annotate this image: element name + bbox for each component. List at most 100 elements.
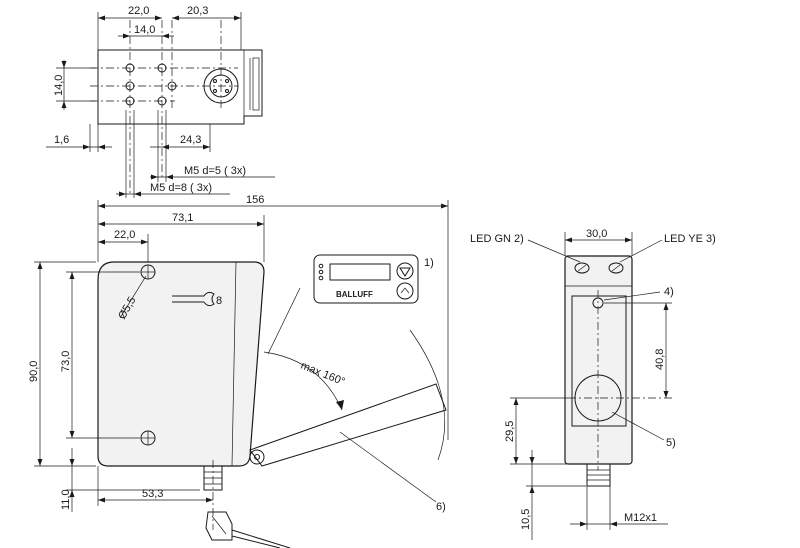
- dim-arrow: [61, 61, 67, 68]
- dim-arrow: [141, 239, 148, 245]
- cable-plug: [205, 511, 233, 541]
- top-housing-outline: [97, 49, 263, 125]
- dim-arrow: [580, 521, 587, 527]
- dim-30-0: 30,0: [586, 228, 607, 240]
- dim-arrow: [61, 101, 67, 108]
- dim-156: 156: [246, 194, 264, 206]
- dim-20-3-top: 20,3: [187, 5, 208, 17]
- dim-arrow: [134, 191, 141, 197]
- cable-plug-detail: [211, 515, 227, 535]
- hole-bottom-mid: [157, 96, 167, 106]
- display-panel: BALLUFF 1): [313, 254, 434, 304]
- callout-8: 8: [216, 295, 222, 307]
- connector-pin: [225, 89, 229, 93]
- brand-logo: BALLUFF: [336, 290, 373, 299]
- led-green: [574, 262, 590, 274]
- hole-bottom-left: [125, 96, 135, 106]
- front-view: 30,0 LED GN 2) LED YE 3) 4) 5) 40,8: [470, 228, 716, 540]
- dim-arrow: [162, 144, 169, 150]
- dim-arrow: [625, 237, 632, 243]
- side-view: 156 73,1 22,0 Ø5,5 8 90,0: [28, 194, 449, 548]
- front-housing: [564, 255, 633, 465]
- display-led: [318, 269, 324, 275]
- dim-arrow: [69, 459, 75, 466]
- display-button-down: [396, 262, 414, 280]
- set-icon: [400, 287, 410, 294]
- dim-arrow: [172, 15, 179, 21]
- led-mark: [611, 264, 621, 272]
- dim-arrow: [206, 497, 213, 503]
- dim-arrow: [257, 221, 264, 227]
- dim-arrow: [155, 15, 162, 21]
- dim-angle: max 160°: [299, 360, 347, 389]
- dim-arrow: [663, 303, 669, 310]
- leader-display: [267, 287, 301, 355]
- swivel-cover: [249, 383, 447, 467]
- leader-led-ye: [619, 239, 663, 263]
- hinge-inner: [254, 454, 260, 460]
- dim-arrow: [166, 174, 173, 180]
- chevron-down-icon: [399, 267, 411, 277]
- dim-arrow: [98, 239, 105, 245]
- swing-arc: [409, 329, 446, 461]
- dim-arrow: [98, 497, 105, 503]
- dim-arrow: [69, 431, 75, 438]
- dim-arrow: [529, 486, 535, 493]
- dim-arrow: [513, 457, 519, 464]
- dim-m5-d8: M5 d=8 ( 3x): [150, 182, 212, 194]
- dim-arrow: [69, 272, 75, 279]
- dim-arrow: [98, 144, 105, 150]
- leader-5: [611, 411, 665, 441]
- dim-m5-d5: M5 d=5 ( 3x): [184, 165, 246, 177]
- dim-73-1: 73,1: [172, 212, 193, 224]
- dim-73-0: 73,0: [60, 351, 72, 372]
- dim-11-0: 11,0: [60, 489, 72, 510]
- display-screen: [329, 263, 391, 281]
- dim-arrow: [98, 221, 105, 227]
- front-window: [571, 295, 627, 427]
- callout-1: 1): [424, 257, 434, 269]
- led-yellow: [608, 262, 624, 274]
- dim-14-0-h: 14,0: [134, 24, 155, 36]
- side-housing-edge: [231, 261, 237, 467]
- display-led: [318, 275, 324, 281]
- dim-arrow: [234, 15, 241, 21]
- dim-40-8: 40,8: [654, 349, 666, 370]
- dim-24-3: 24,3: [180, 134, 201, 146]
- label-led-gn: LED GN 2): [470, 233, 524, 245]
- hole-top-mid: [157, 63, 167, 73]
- leader-6: [339, 431, 437, 503]
- dim-arrow: [513, 398, 519, 405]
- dim-arrow: [98, 15, 105, 21]
- cable: [231, 529, 291, 548]
- callout-6: 6): [436, 501, 446, 513]
- side-housing: [97, 261, 265, 467]
- led-mark: [577, 264, 587, 272]
- dim-m12x1: M12x1: [624, 512, 657, 524]
- hole-top-left: [125, 63, 135, 73]
- leader-4: [603, 291, 661, 301]
- connector-inner: [209, 74, 233, 98]
- dim-arrow: [37, 459, 43, 466]
- dim-arrow: [529, 457, 535, 464]
- hinge-outer: [249, 449, 265, 465]
- angle-arc: [263, 351, 343, 411]
- wrench-icon: [172, 291, 215, 307]
- connector-outer: [203, 68, 239, 104]
- connector-pin: [213, 79, 217, 83]
- display-outline: [313, 254, 419, 304]
- dim-22-0-side: 22,0: [114, 229, 135, 241]
- dim-arrow: [83, 144, 90, 150]
- dim-arrow: [151, 174, 158, 180]
- dim-arrow: [565, 237, 572, 243]
- dim-arrow: [69, 490, 75, 497]
- dim-arrow: [119, 191, 126, 197]
- dim-1-6: 1,6: [54, 134, 69, 146]
- connector-pin: [213, 89, 217, 93]
- callout-5: 5): [666, 437, 676, 449]
- hole-mid-left: [125, 81, 135, 91]
- top-view: 22,0 20,3 14,0 14,0 1,6 24,3: [46, 5, 275, 198]
- dim-14-0-v: 14,0: [53, 75, 65, 96]
- dim-arrow: [203, 144, 210, 150]
